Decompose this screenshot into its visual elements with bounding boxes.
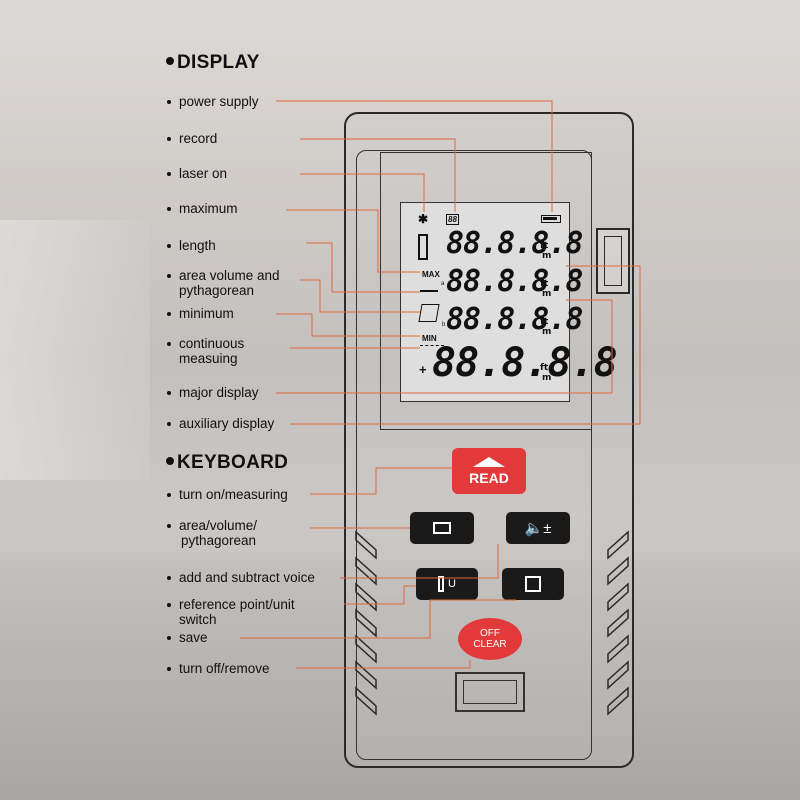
leader-laser-on — [300, 173, 425, 212]
label-maximum: maximum — [167, 201, 238, 216]
off-label: OFF — [480, 628, 500, 639]
max-label: MAX — [422, 270, 440, 279]
leader-length — [306, 242, 420, 293]
continuous-arrow-icon — [420, 345, 444, 346]
leader-save — [240, 599, 516, 639]
leader-area-volume — [300, 279, 420, 313]
voice-button[interactable]: 🔈± — [506, 512, 570, 544]
label-laser-on: laser on — [167, 166, 227, 181]
floppy-disk-icon — [525, 576, 541, 592]
unit-ft-4: ft — [540, 363, 549, 373]
record-indicator: 88 — [446, 214, 459, 225]
unit-ft-3: ft — [540, 317, 549, 327]
display-section-title: DISPLAY — [166, 52, 260, 74]
clear-label: CLEAR — [473, 639, 507, 650]
label-add-subtract-voice: add and subtract voice — [167, 570, 315, 585]
leader-maximum — [286, 209, 420, 273]
up-arrow-icon — [473, 456, 505, 467]
laser-on-icon: ✱ — [418, 212, 429, 226]
speaker-plus-minus-icon: 🔈± — [524, 520, 552, 537]
label-turn-on-measuring: turn on/measuring — [167, 487, 288, 502]
unit-key-letter: U — [448, 578, 456, 590]
keyboard-section-title: KEYBOARD — [166, 452, 288, 474]
label-auxiliary-display: auxiliary display — [167, 416, 274, 431]
save-button[interactable] — [502, 568, 564, 600]
right-grip — [607, 530, 629, 716]
plus-sign: + — [419, 362, 427, 377]
lcd-screen — [400, 202, 570, 402]
reference-point-icon — [438, 576, 445, 592]
leader-major-display — [276, 299, 613, 394]
label-length: length — [167, 238, 216, 253]
label-major-display: major display — [167, 385, 259, 400]
length-icon — [420, 290, 438, 292]
reference-point-icon — [418, 234, 428, 260]
lcd-row-1: 88.8.8.8 — [446, 226, 583, 261]
lcd-row-2: 88.8.8.8 — [446, 264, 583, 299]
lcd-row-3: 88.8.8.8 — [446, 302, 583, 337]
background-floor — [0, 560, 800, 800]
battery-icon — [541, 215, 561, 223]
unit-m-1: m — [542, 251, 552, 261]
off-clear-button[interactable]: OFF CLEAR — [458, 618, 522, 660]
unit-m-4: m — [542, 373, 552, 383]
leader-voice — [340, 544, 499, 579]
lcd-row-major: 88.8.8.8 — [432, 340, 618, 386]
label-save: save — [167, 630, 208, 645]
cuboid-icon — [433, 522, 451, 534]
label-power-supply: power supply — [167, 94, 259, 109]
label-turn-off-remove: turn off/remove — [167, 661, 270, 676]
unit-m-3: m — [542, 327, 552, 337]
reference-unit-button[interactable]: U — [416, 568, 478, 600]
leader-power-supply — [276, 100, 553, 212]
background-window — [0, 220, 150, 480]
read-button[interactable]: READ — [452, 448, 526, 494]
read-button-label: READ — [469, 469, 509, 486]
leader-auxiliary-display — [290, 265, 641, 425]
leader-record — [300, 138, 456, 212]
bottom-slot — [455, 672, 525, 712]
device-inner-frame — [356, 150, 592, 760]
leader-off — [296, 660, 471, 669]
label-minimum: minimum — [167, 306, 234, 321]
unit-m-2: m — [542, 289, 552, 299]
left-grip — [355, 530, 377, 716]
leader-reference — [344, 585, 416, 605]
label-area-volume-key: area/volume/pythagorean — [167, 518, 257, 548]
side-clip — [596, 228, 630, 294]
area-volume-button[interactable] — [410, 512, 474, 544]
unit-ft-2: ft — [540, 279, 549, 289]
leader-turn-on — [310, 467, 452, 495]
min-label: MIN — [422, 334, 437, 343]
leader-minimum — [276, 313, 420, 337]
label-record: record — [167, 131, 217, 146]
unit-ft-1: ft — [540, 241, 549, 251]
corner-a: a — [441, 281, 445, 287]
corner-b: b — [442, 322, 446, 328]
screen-frame — [380, 152, 592, 430]
